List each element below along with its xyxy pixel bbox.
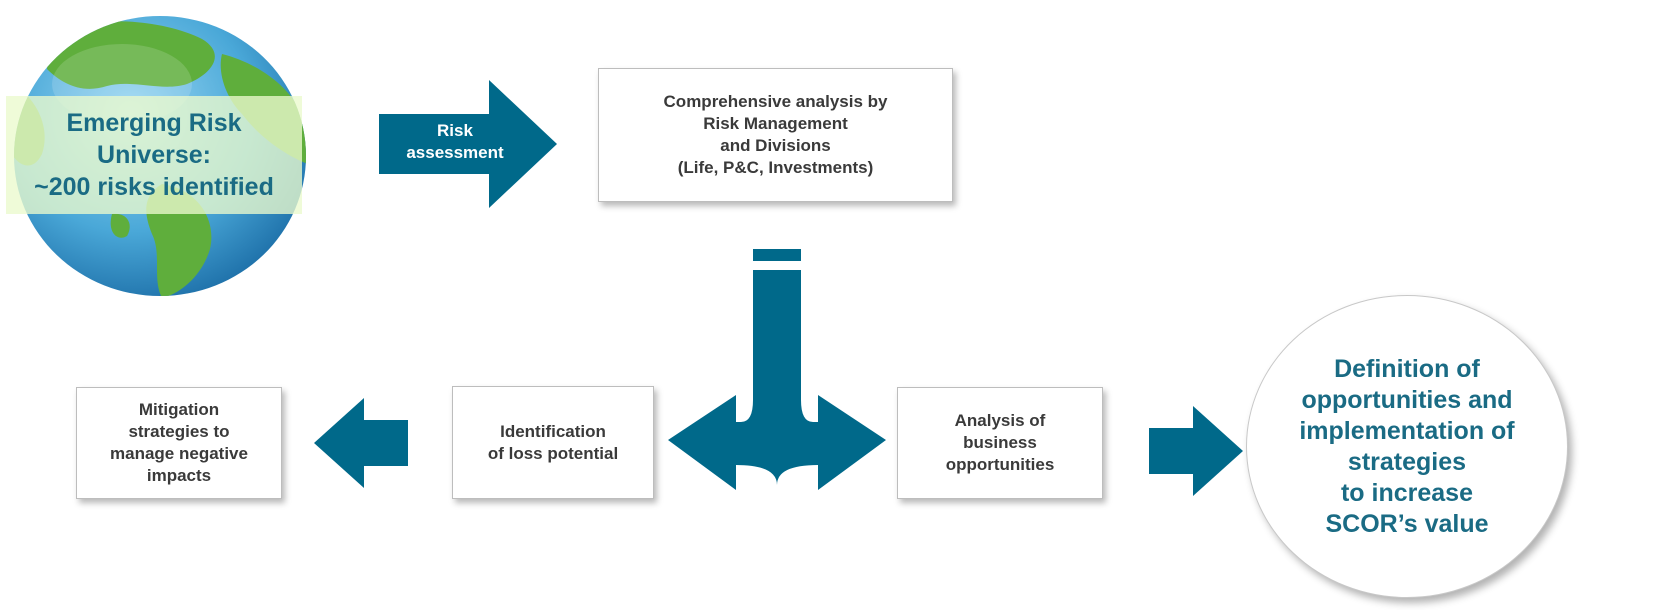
risk-assessment-arrow [379, 80, 557, 208]
comprehensive-analysis-box: Comprehensive analysis by Risk Managemen… [598, 68, 953, 202]
split-arrow-body [668, 270, 886, 490]
business-opportunities-box: Analysis of business opportunities [897, 387, 1103, 499]
left-arrow [314, 398, 408, 488]
split-arrow-cap [753, 249, 801, 261]
mitigation-strategies-box: Mitigation strategies to manage negative… [76, 387, 282, 499]
globe-land-north [47, 21, 215, 89]
identification-loss-box: Identification of loss potential [452, 386, 654, 499]
risk-assessment-label: Risk assessment [406, 121, 504, 162]
globe-land-island [110, 213, 130, 238]
split-arrow [668, 249, 886, 490]
globe-label: Emerging Risk Universe: ~200 risks ident… [6, 96, 302, 214]
definition-opportunities-circle: Definition of opportunities and implemen… [1246, 295, 1568, 598]
right-arrow [1149, 406, 1243, 496]
